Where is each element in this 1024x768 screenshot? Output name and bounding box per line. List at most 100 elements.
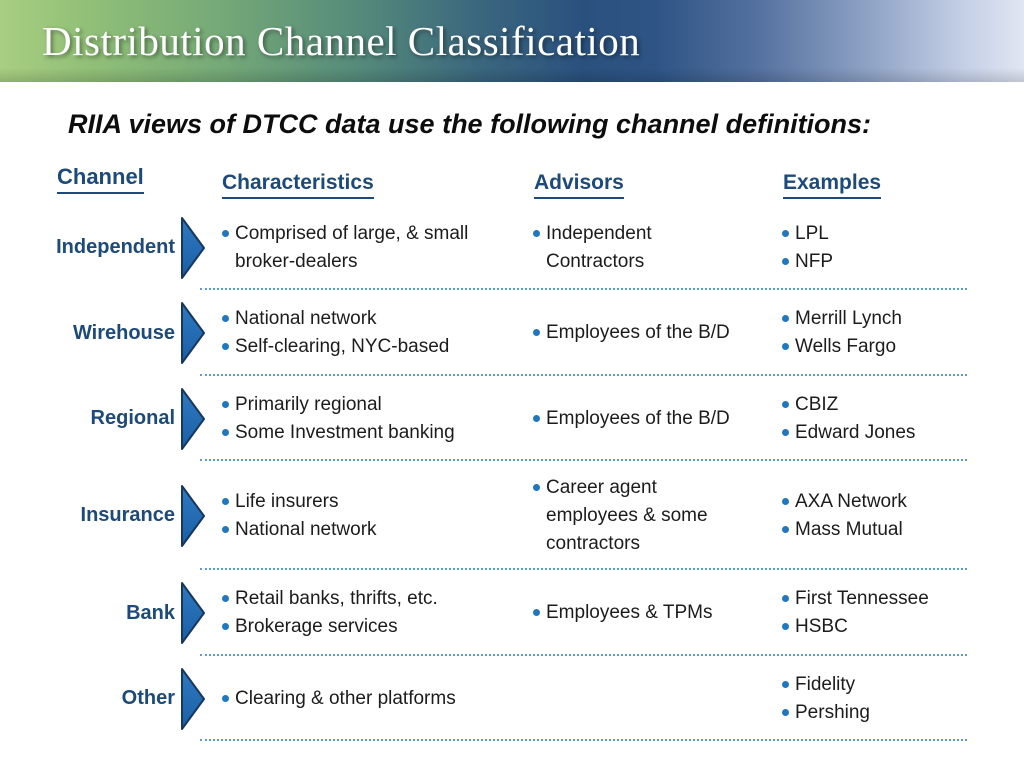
bullet-item: Edward Jones: [782, 419, 997, 447]
examples-cell: First Tennessee HSBC: [782, 585, 997, 641]
channel-label: Insurance: [80, 504, 175, 526]
bullet-icon: [533, 414, 540, 422]
bullet-icon: [782, 680, 789, 688]
bullet-text: Brokerage services: [235, 616, 398, 637]
bullet-icon: [222, 525, 229, 533]
channel-table: Independent Comprised of large, & small …: [0, 205, 1024, 741]
bullet-icon: [222, 595, 229, 602]
bullet-text: Employees of the B/D: [546, 322, 730, 343]
bullet-icon: [782, 428, 789, 436]
bullet-item: National network: [222, 305, 522, 333]
channel-arrow-icon: [181, 376, 209, 461]
channel-label: Other: [121, 687, 175, 709]
bullet-item: Independent Contractors: [533, 220, 738, 276]
advisors-cell: Employees & TPMs: [533, 599, 738, 627]
table-row-independent: Independent Comprised of large, & small …: [0, 205, 1024, 290]
channel-arrow-icon: [181, 656, 209, 741]
bullet-icon: [533, 609, 540, 616]
channel-label: Bank: [126, 601, 175, 624]
bullet-text: Wells Fargo: [795, 336, 897, 357]
bullet-item: Clearing & other platforms: [222, 685, 522, 713]
bullet-item: Some Investment banking: [222, 419, 522, 447]
examples-cell: AXA Network Mass Mutual: [782, 488, 997, 544]
bullet-text: First Tennessee: [795, 588, 929, 609]
bullet-item: Life insurers: [222, 488, 522, 516]
bullet-item: CBIZ: [782, 391, 997, 419]
bullet-text: Merrill Lynch: [795, 308, 902, 329]
channel-arrow-icon: [181, 461, 209, 570]
bullet-item: HSBC: [782, 613, 997, 641]
bullet-text: LPL: [795, 222, 829, 244]
channel-label: Wirehouse: [72, 321, 175, 344]
bullet-text: Career agent employees & some contractor…: [546, 476, 708, 554]
characteristics-cell: Comprised of large, & small broker-deale…: [222, 220, 522, 276]
examples-cell: LPL NFP: [782, 220, 997, 276]
bullet-icon: [222, 400, 229, 408]
channel-arrow-icon: [181, 570, 209, 656]
slide-header-bar: [0, 0, 1024, 82]
advisors-cell: Independent Contractors: [533, 220, 738, 276]
bullet-text: Life insurers: [235, 490, 339, 512]
bullet-text: Independent Contractors: [546, 222, 652, 272]
examples-cell: CBIZ Edward Jones: [782, 391, 997, 447]
bullet-icon: [222, 623, 229, 630]
bullet-item: Employees of the B/D: [533, 405, 738, 433]
bullet-text: CBIZ: [795, 393, 839, 415]
bullet-item: AXA Network: [782, 488, 997, 516]
bullet-item: NFP: [782, 248, 997, 276]
bullet-icon: [782, 400, 789, 408]
channel-label: Regional: [90, 407, 175, 429]
bullet-text: Clearing & other platforms: [235, 687, 456, 709]
bullet-item: Retail banks, thrifts, etc.: [222, 585, 522, 613]
bullet-text: Employees & TPMs: [546, 602, 713, 623]
column-header-examples: Examples: [783, 171, 882, 199]
bullet-icon: [782, 229, 789, 237]
table-row-wirehouse: Wirehouse National network Self-clearing…: [0, 290, 1024, 376]
bullet-icon: [222, 315, 229, 322]
bullet-icon: [222, 428, 229, 436]
bullet-item: Employees of the B/D: [533, 319, 738, 347]
slide-title: Distribution Channel Classification: [42, 18, 641, 64]
column-header-channel: Channel: [57, 164, 144, 194]
bullet-item: Mass Mutual: [782, 516, 997, 544]
bullet-icon: [222, 497, 229, 505]
bullet-text: National network: [235, 518, 377, 540]
bullet-icon: [222, 229, 229, 237]
bullet-icon: [533, 229, 540, 237]
bullet-text: Self-clearing, NYC-based: [235, 336, 450, 357]
bullet-text: Primarily regional: [235, 393, 382, 415]
column-header-advisors: Advisors: [534, 171, 624, 199]
bullet-item: Pershing: [782, 699, 997, 727]
bullet-icon: [782, 343, 789, 350]
bullet-text: HSBC: [795, 616, 848, 637]
bullet-item: LPL: [782, 220, 997, 248]
bullet-text: Mass Mutual: [795, 518, 903, 540]
advisors-cell: Employees of the B/D: [533, 405, 738, 433]
characteristics-cell: Life insurers National network: [222, 488, 522, 544]
characteristics-cell: Primarily regional Some Investment banki…: [222, 391, 522, 447]
bullet-item: National network: [222, 516, 522, 544]
bullet-text: Pershing: [795, 701, 870, 723]
characteristics-cell: Retail banks, thrifts, etc. Brokerage se…: [222, 585, 522, 641]
examples-cell: Fidelity Pershing: [782, 671, 997, 727]
bullet-text: NFP: [795, 250, 833, 272]
bullet-icon: [533, 483, 540, 491]
bullet-item: Wells Fargo: [782, 333, 997, 361]
bullet-item: Self-clearing, NYC-based: [222, 333, 522, 361]
bullet-item: Primarily regional: [222, 391, 522, 419]
bullet-item: Employees & TPMs: [533, 599, 738, 627]
bullet-text: Employees of the B/D: [546, 407, 730, 429]
bullet-text: Edward Jones: [795, 421, 916, 443]
channel-arrow-icon: [181, 205, 209, 290]
bullet-icon: [782, 257, 789, 265]
bullet-text: Comprised of large, & small broker-deale…: [235, 222, 469, 272]
bullet-icon: [782, 315, 789, 322]
bullet-item: Comprised of large, & small broker-deale…: [222, 220, 522, 276]
bullet-item: Fidelity: [782, 671, 997, 699]
bullet-icon: [533, 329, 540, 336]
advisors-cell: Career agent employees & some contractor…: [533, 474, 738, 558]
bullet-text: AXA Network: [795, 490, 907, 512]
bullet-icon: [782, 623, 789, 630]
bullet-icon: [782, 497, 789, 505]
